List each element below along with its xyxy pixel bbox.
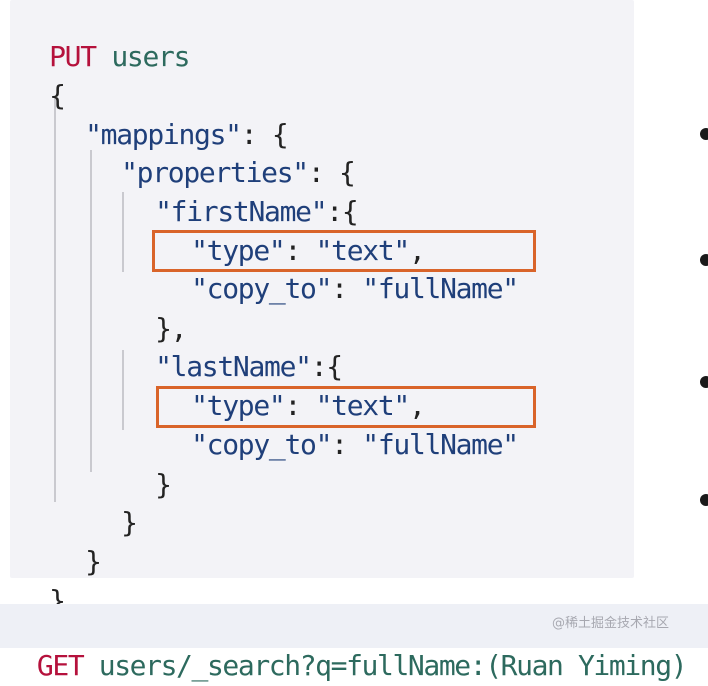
search-path: users/_search?q=fullName:(Ruan Yiming) <box>98 649 688 682</box>
bullet-dot <box>700 254 708 266</box>
copy-to-key: "copy_to" <box>191 428 332 461</box>
copy-to-value: "fullName" <box>362 428 519 461</box>
code-line: "properties": { <box>121 156 356 189</box>
request-line: PUT users <box>18 0 190 73</box>
search-query-bar <box>0 604 708 648</box>
mappings-key: "mappings" <box>85 118 242 151</box>
indent-guide <box>122 350 124 430</box>
type-key: "type" <box>191 234 286 267</box>
http-method: PUT <box>49 40 97 73</box>
code-line: "lastName":{ <box>155 350 343 383</box>
bullet-dot <box>700 128 708 140</box>
copy-to-highlight-box <box>152 230 536 272</box>
close-brace: } <box>121 506 138 539</box>
bullet-dot <box>700 376 708 388</box>
code-line: } <box>90 466 138 539</box>
code-line: "copy_to": "fullName" <box>191 428 519 461</box>
indent-guide <box>54 96 56 502</box>
code-line: "type": "text", <box>191 234 426 267</box>
code-line: { <box>18 39 66 112</box>
bullet-dot <box>700 494 708 506</box>
copy-to-key: "copy_to" <box>191 272 332 305</box>
close-brace: } <box>155 468 172 501</box>
code-line: "mappings": { <box>85 118 289 151</box>
close-brace: } <box>85 545 102 578</box>
type-key: "type" <box>191 389 286 422</box>
first-name-key: "firstName" <box>155 195 327 228</box>
type-value: "text" <box>315 389 411 422</box>
last-name-key: "lastName" <box>155 350 312 383</box>
copy-to-value: "fullName" <box>362 272 519 305</box>
code-line: } <box>18 544 66 617</box>
type-value: "text" <box>315 234 411 267</box>
properties-key: "properties" <box>121 156 309 189</box>
code-panel <box>10 0 634 578</box>
copy-to-highlight-box <box>156 386 536 428</box>
code-line: } <box>124 428 172 501</box>
indent-guide <box>90 150 92 472</box>
code-line: } <box>54 505 102 578</box>
code-line: "copy_to": "fullName" <box>191 272 519 305</box>
watermark: @稀土掘金技术社区 <box>552 616 670 631</box>
index-name: users <box>111 40 190 73</box>
code-line: "firstName":{ <box>155 195 359 228</box>
indent-guide <box>122 192 124 272</box>
code-line: }, <box>124 272 187 345</box>
http-method: GET <box>36 649 85 682</box>
code-line: "type": "text", <box>191 389 426 422</box>
close-brace: }, <box>155 312 187 345</box>
open-brace: { <box>49 79 66 112</box>
